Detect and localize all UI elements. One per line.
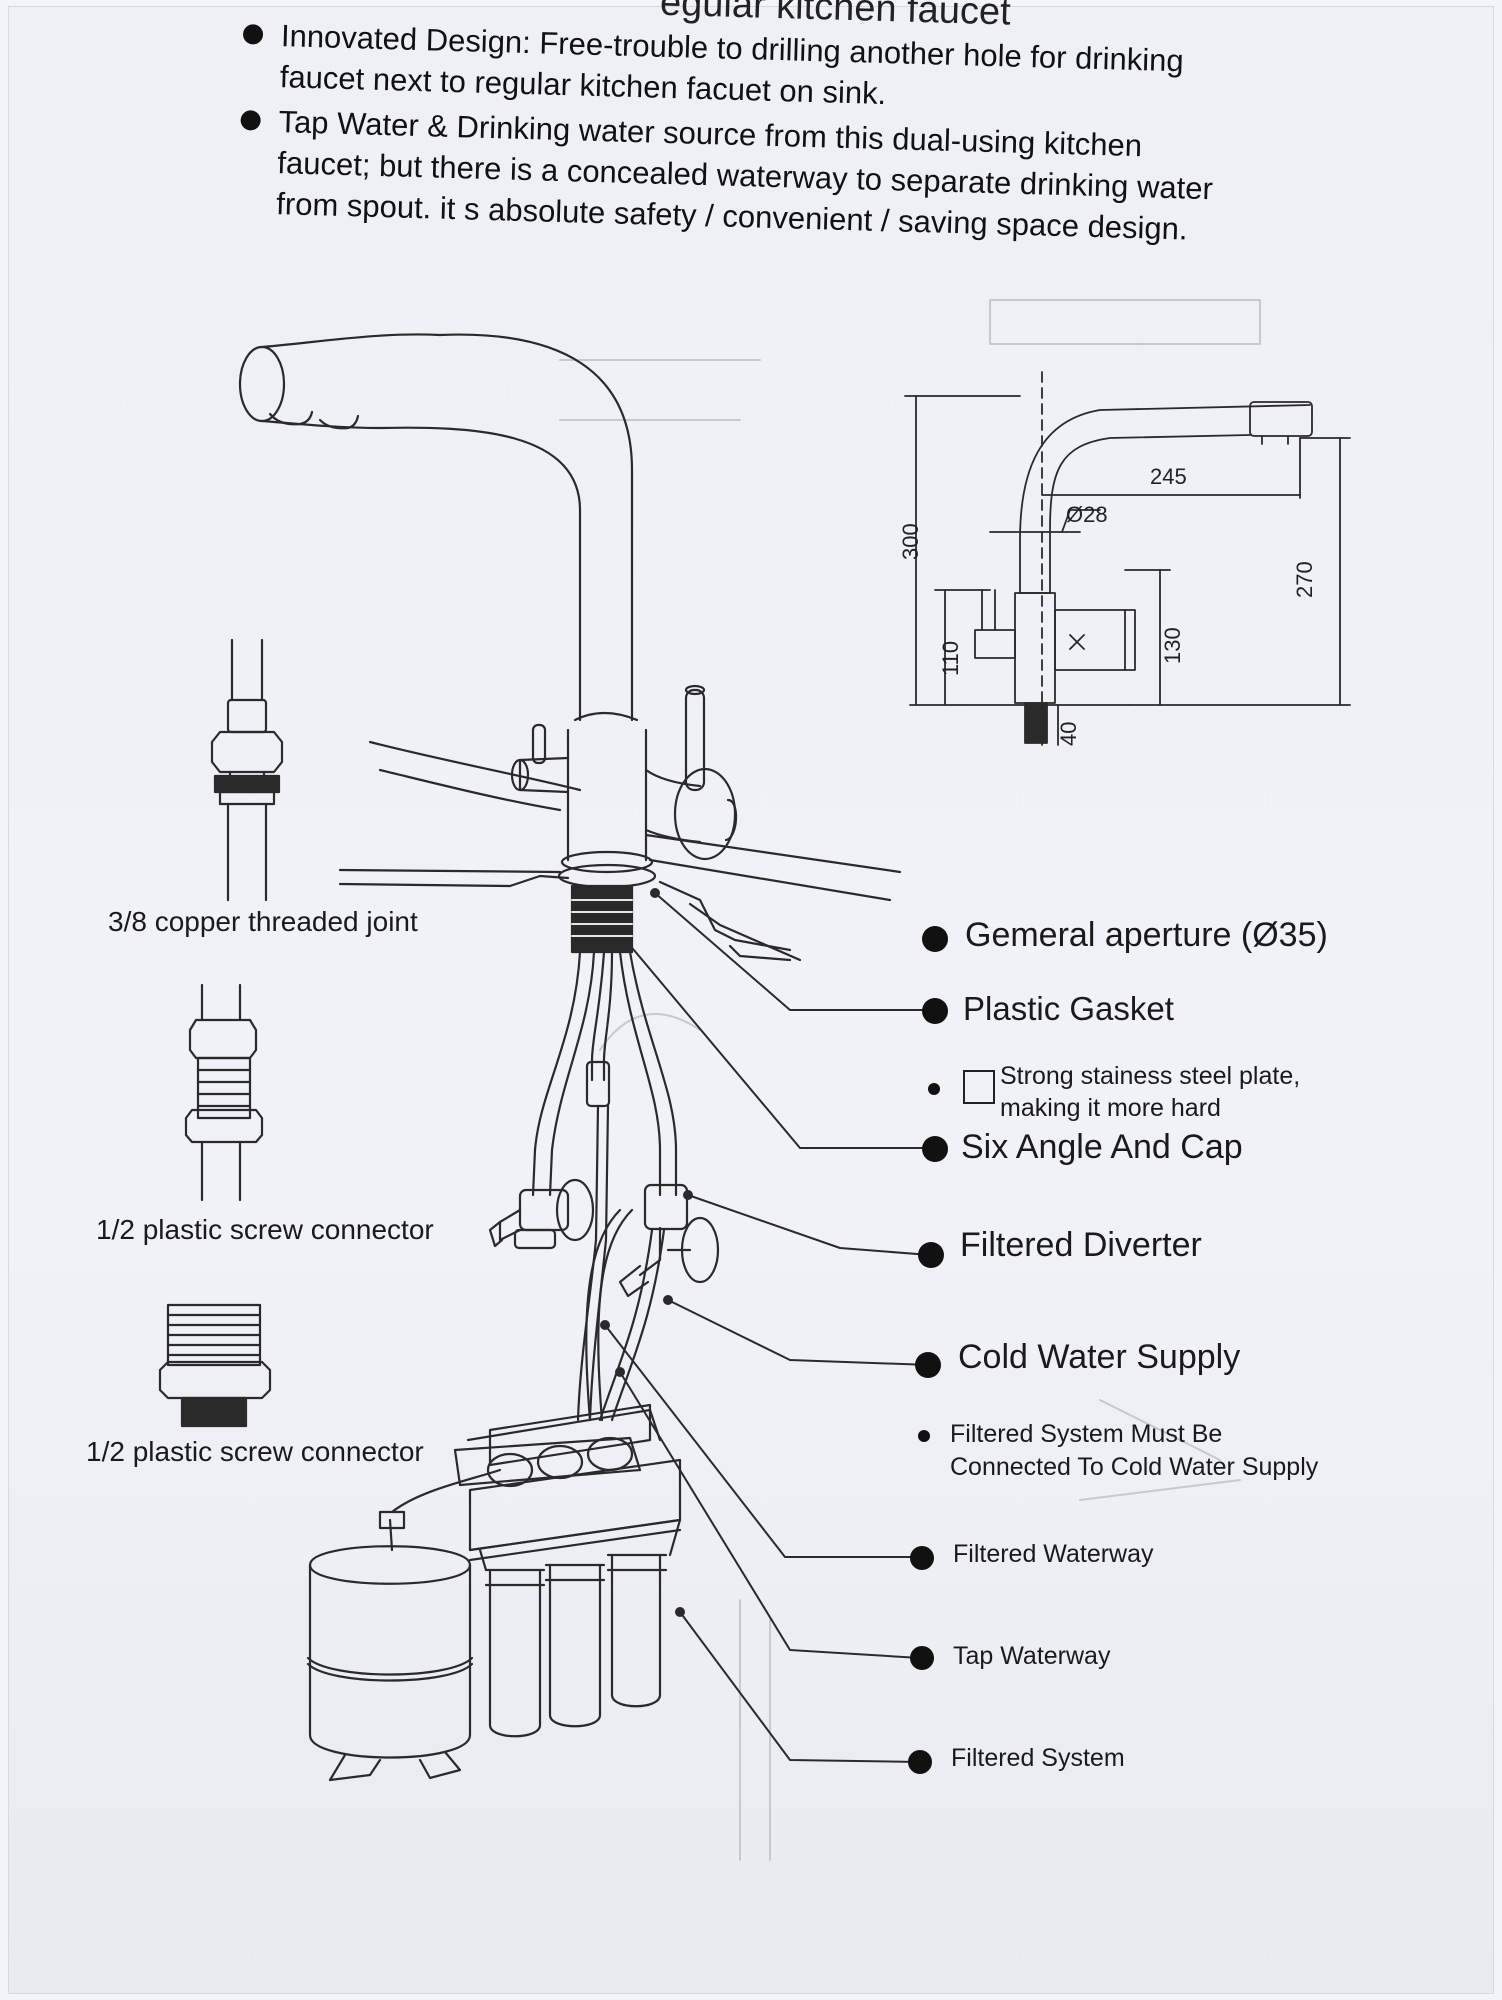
callout-general-aperture: Gemeral aperture (Ø35) <box>965 916 1328 954</box>
main-faucet-drawing <box>238 333 902 1422</box>
show-through-artifacts <box>559 299 1261 1861</box>
filter-canisters <box>484 1553 668 1738</box>
filter-system-drawing <box>306 1403 682 1782</box>
callout-bullet-icon <box>922 926 948 952</box>
callout-plastic-gasket: Plastic Gasket <box>963 990 1174 1027</box>
dim-reach: 245 <box>1150 464 1187 489</box>
feature-text: Tap Water & Drinking water source from t… <box>275 104 1214 247</box>
copper-joint-label: 3/8 copper threaded joint <box>108 906 418 937</box>
dim-spout-height: 270 <box>1292 561 1317 598</box>
callout-bullet-icon <box>908 1750 932 1774</box>
leader-origin-dots <box>600 888 693 1617</box>
callout-bullet-icon <box>928 1083 940 1095</box>
callout-steel-plate: Strong stainess steel plate, making it m… <box>1000 1062 1301 1122</box>
callout-filtered-waterway: Filtered Waterway <box>953 1540 1154 1568</box>
plastic-screw-connector-label: 1/2 plastic screw connector <box>96 1214 434 1245</box>
callout-bullet-icon <box>922 998 948 1024</box>
leader-lines <box>604 892 941 1763</box>
dimension-drawing <box>904 371 1351 746</box>
right-diverter <box>618 1183 720 1298</box>
callout-filtered-system-note: Filtered System Must Be Connected To Col… <box>950 1420 1319 1481</box>
plastic-screw-connector-2-drawing <box>158 1303 272 1428</box>
dim-pipe-diameter: Ø28 <box>1066 502 1108 527</box>
callout-bullet-icon <box>910 1646 934 1670</box>
left-diverter <box>488 1178 595 1250</box>
callout-bullet-icon <box>918 1430 930 1442</box>
dim-base-height: 110 <box>938 641 963 676</box>
manual-page <box>8 6 1494 1994</box>
plastic-screw-connector-label: 1/2 plastic screw connector <box>86 1436 424 1467</box>
callout-filtered-system: Filtered System <box>951 1744 1125 1772</box>
dim-shank-length: 40 <box>1056 722 1081 746</box>
callout-filtered-diverter: Filtered Diverter <box>960 1226 1202 1264</box>
callout-cold-water-supply: Cold Water Supply <box>958 1338 1241 1376</box>
dim-height-total: 300 <box>898 523 923 560</box>
callout-tap-waterway: Tap Waterway <box>953 1642 1111 1670</box>
copper-joint-drawing <box>210 638 284 902</box>
plastic-screw-connector-1-drawing <box>184 983 264 1202</box>
steel-plate-box-icon <box>963 1070 995 1104</box>
callout-bullet-icon <box>922 1136 948 1162</box>
callout-bullet-icon <box>918 1242 944 1268</box>
callout-bullet-icon <box>915 1352 941 1378</box>
dim-handle-height: 130 <box>1160 627 1185 664</box>
callout-six-angle-cap: Six Angle And Cap <box>961 1128 1243 1166</box>
callout-bullet-icon <box>910 1546 934 1570</box>
